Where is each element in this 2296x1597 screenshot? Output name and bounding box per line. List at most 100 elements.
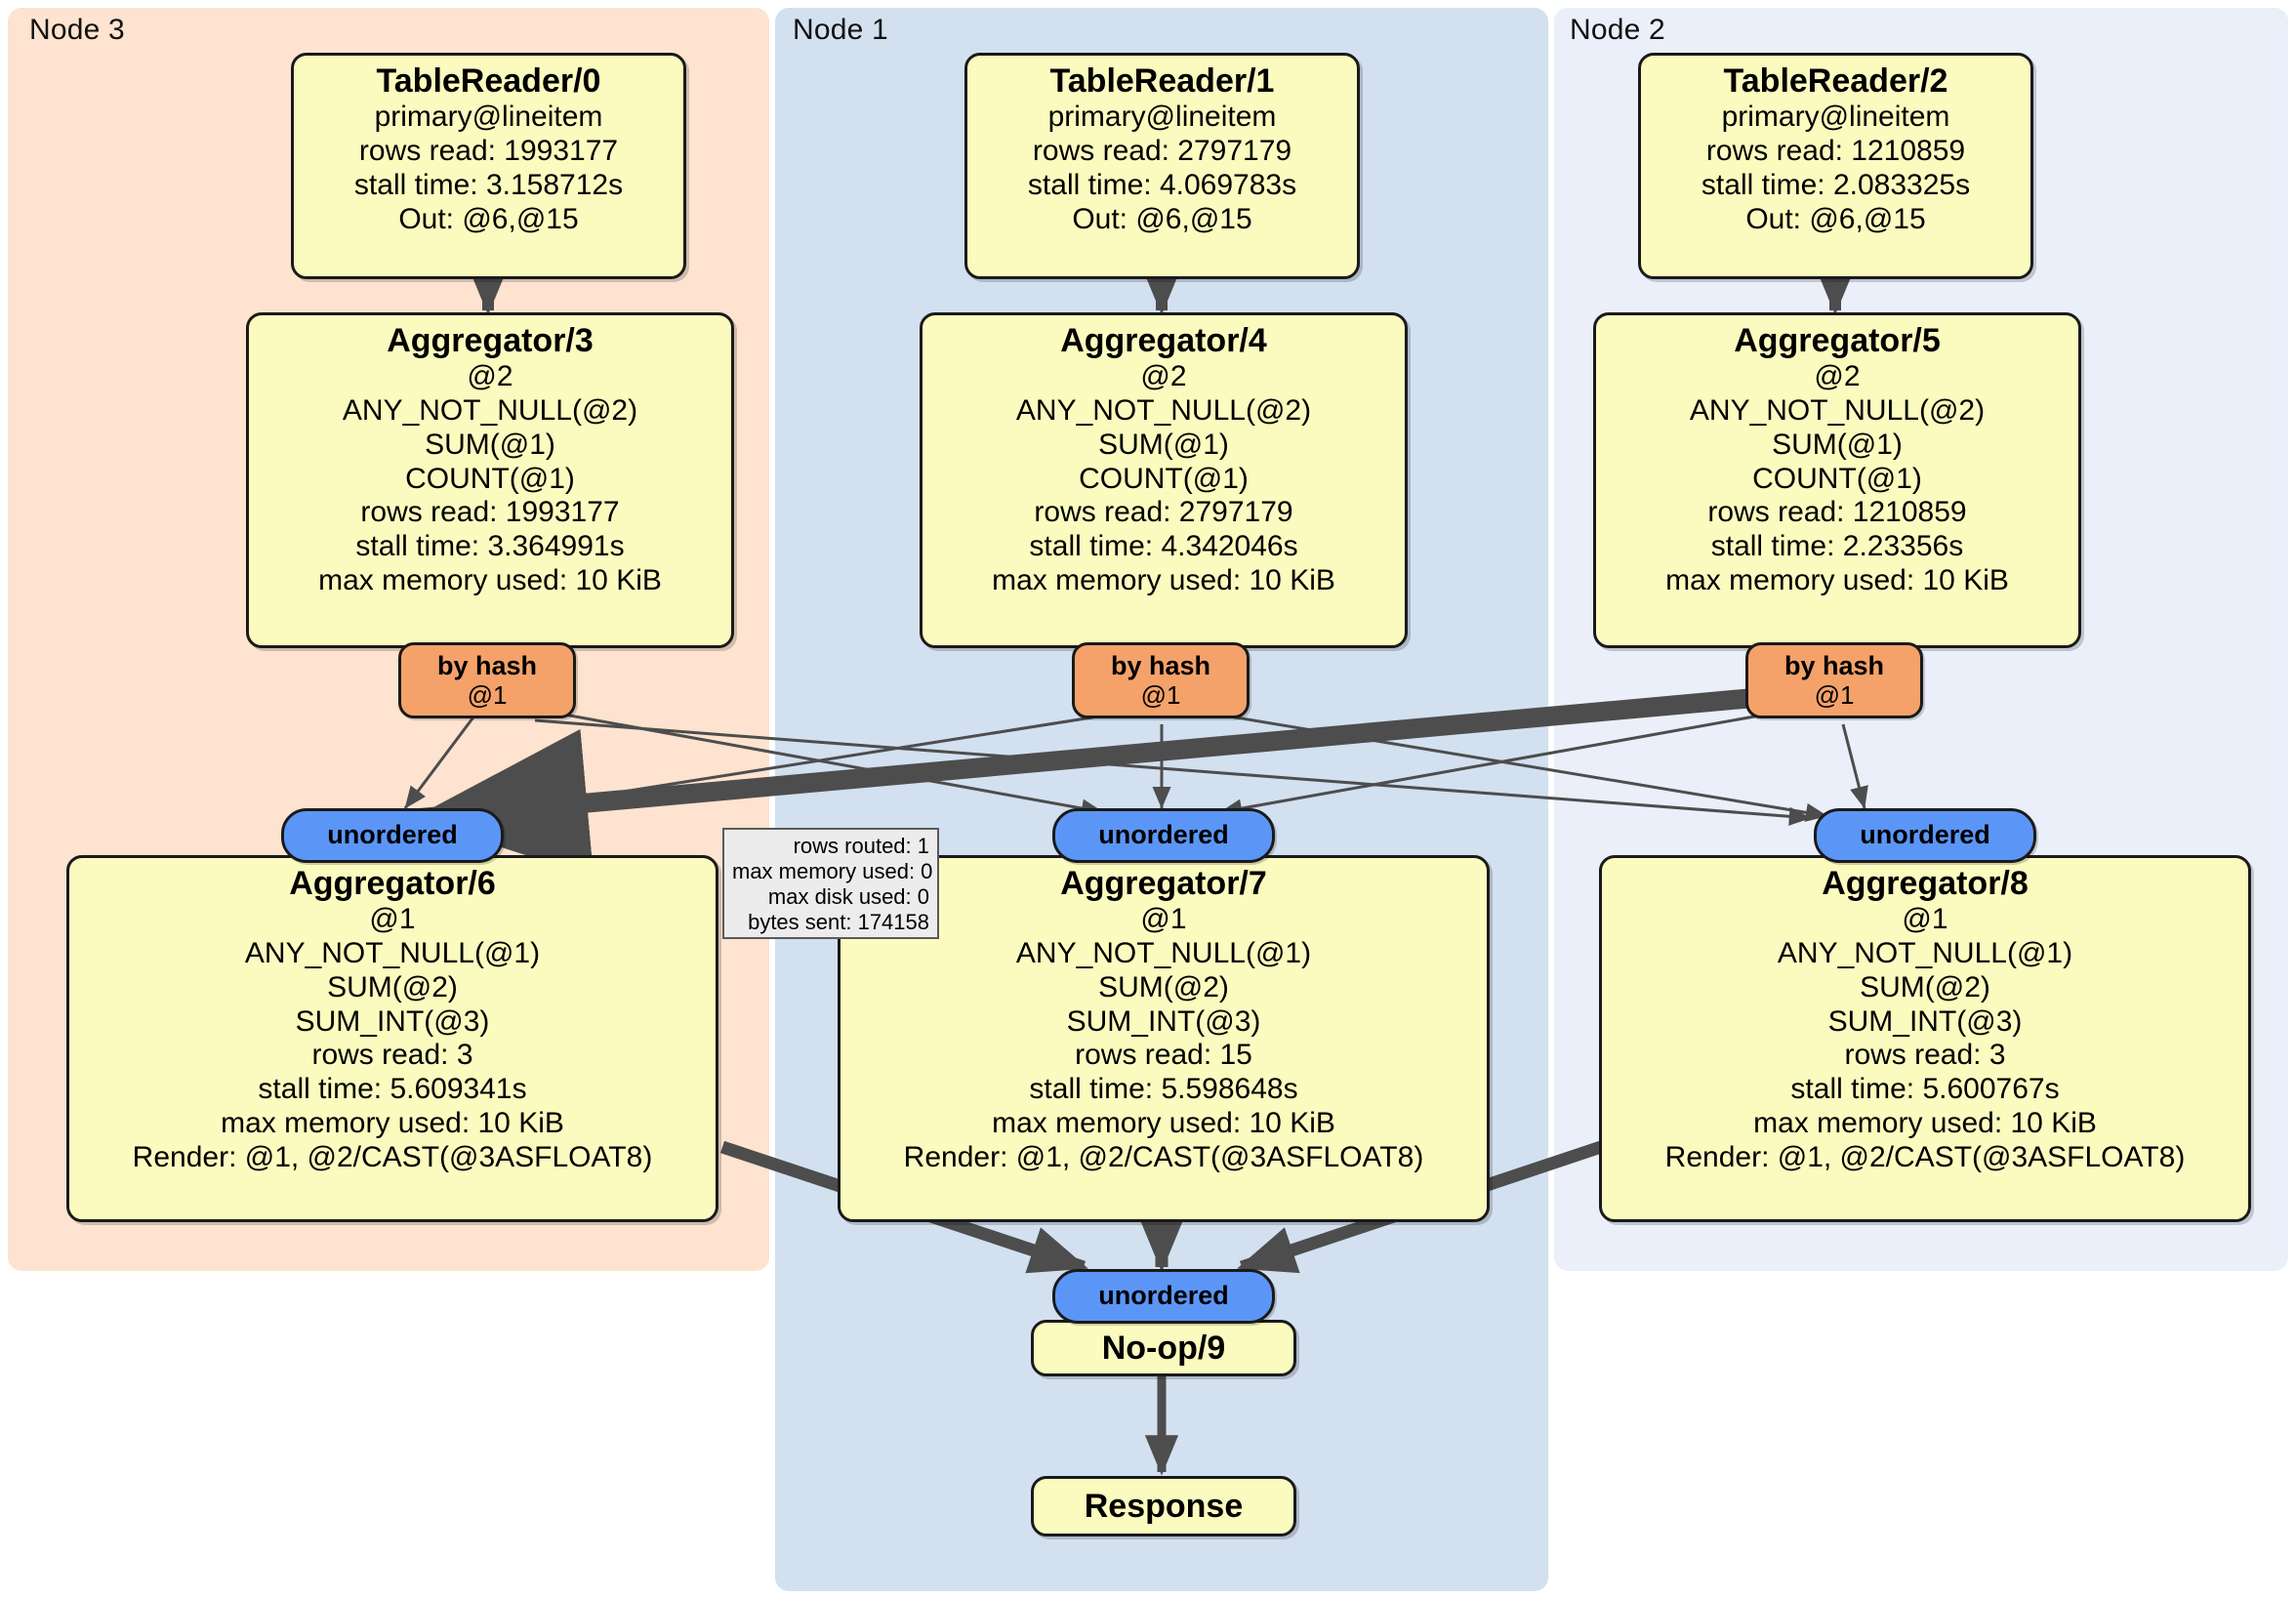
stream-unordered-6[interactable]: unordered [281, 808, 504, 863]
operator-noop-9[interactable]: No-op/9 [1031, 1320, 1296, 1376]
operator-detail: SUM(@2) [327, 970, 458, 1003]
operator-detail: ANY_NOT_NULL(@2) [1015, 393, 1312, 427]
operator-title: Aggregator/6 [289, 865, 496, 902]
operator-detail: @2 [1140, 360, 1187, 393]
cluster-label-node1: Node 1 [793, 14, 888, 46]
operator-aggregator-8[interactable]: Aggregator/8 @1 ANY_NOT_NULL(@1) SUM(@2)… [1599, 855, 2251, 1222]
router-by-hash-4[interactable]: by hash @1 [1072, 642, 1250, 718]
operator-detail: max memory used: 10 KiB [1753, 1106, 2097, 1139]
operator-title: TableReader/1 [1049, 62, 1275, 100]
operator-detail: SUM(@2) [1860, 970, 1990, 1003]
operator-detail: @1 [369, 903, 416, 936]
router-column: @1 [467, 679, 508, 710]
operator-aggregator-3[interactable]: Aggregator/3 @2 ANY_NOT_NULL(@2) SUM(@1)… [246, 312, 734, 648]
operator-title: Aggregator/5 [1734, 322, 1941, 359]
operator-response[interactable]: Response [1031, 1476, 1296, 1536]
operator-detail: rows read: 15 [1075, 1039, 1252, 1072]
router-title: by hash [1784, 650, 1885, 680]
operator-detail: stall time: 4.069783s [1027, 168, 1297, 201]
operator-detail: stall time: 2.23356s [1710, 530, 1964, 563]
operator-title: Aggregator/8 [1822, 865, 2029, 902]
stream-label: unordered [1098, 1281, 1229, 1311]
router-title: by hash [1110, 650, 1211, 680]
operator-detail: COUNT(@1) [1752, 462, 1922, 495]
operator-detail: primary@lineitem [1047, 101, 1277, 134]
operator-detail: Out: @6,@15 [398, 202, 579, 235]
operator-detail: SUM_INT(@3) [295, 1004, 490, 1038]
operator-title: TableReader/0 [376, 62, 601, 100]
operator-title: TableReader/2 [1723, 62, 1948, 100]
operator-detail: SUM(@1) [1772, 428, 1903, 461]
operator-detail: Out: @6,@15 [1745, 202, 1926, 235]
router-by-hash-3[interactable]: by hash @1 [398, 642, 576, 718]
operator-detail: SUM_INT(@3) [1827, 1004, 2023, 1038]
operator-title: No-op/9 [1101, 1329, 1226, 1367]
operator-detail: max memory used: 10 KiB [992, 1106, 1335, 1139]
operator-detail: rows read: 3 [311, 1039, 473, 1072]
operator-detail: Render: @1, @2/CAST(@3ASFLOAT8) [903, 1140, 1424, 1173]
operator-aggregator-5[interactable]: Aggregator/5 @2 ANY_NOT_NULL(@2) SUM(@1)… [1593, 312, 2081, 648]
operator-detail: @2 [1814, 360, 1861, 393]
stats-line: max memory used: 0 [732, 858, 933, 883]
operator-detail: COUNT(@1) [1079, 462, 1249, 495]
stats-line: max disk used: 0 [767, 883, 929, 909]
operator-title: Response [1084, 1487, 1244, 1525]
operator-detail: max memory used: 10 KiB [318, 563, 662, 596]
operator-detail: @1 [1902, 903, 1948, 936]
operator-detail: rows read: 2797179 [1032, 134, 1292, 167]
operator-detail: stall time: 4.342046s [1029, 530, 1298, 563]
cluster-label-node3: Node 3 [29, 14, 125, 46]
stream-unordered-7[interactable]: unordered [1052, 808, 1275, 863]
stats-line: rows routed: 1 [793, 834, 929, 858]
router-column: @1 [1814, 679, 1855, 710]
cluster-label-node2: Node 2 [1570, 14, 1665, 46]
operator-detail: rows read: 3 [1844, 1039, 2006, 1072]
operator-detail: rows read: 1993177 [360, 496, 620, 529]
operator-detail: stall time: 3.364991s [355, 530, 625, 563]
operator-detail: SUM(@1) [1098, 428, 1229, 461]
routing-stats-box: rows routed: 1 max memory used: 0 max di… [722, 828, 939, 939]
operator-detail: max memory used: 10 KiB [221, 1106, 564, 1139]
operator-detail: rows read: 1993177 [358, 134, 619, 167]
operator-detail: SUM(@1) [425, 428, 555, 461]
operator-detail: ANY_NOT_NULL(@1) [1015, 936, 1312, 969]
operator-detail: @1 [1140, 903, 1187, 936]
operator-detail: rows read: 2797179 [1034, 496, 1293, 529]
operator-tablereader-2[interactable]: TableReader/2 primary@lineitem rows read… [1638, 53, 2033, 279]
operator-detail: Render: @1, @2/CAST(@3ASFLOAT8) [132, 1140, 653, 1173]
operator-detail: stall time: 5.598648s [1029, 1073, 1298, 1106]
operator-detail: SUM(@2) [1098, 970, 1229, 1003]
operator-detail: max memory used: 10 KiB [1665, 563, 2009, 596]
operator-title: Aggregator/7 [1060, 865, 1267, 902]
operator-detail: ANY_NOT_NULL(@2) [1689, 393, 1986, 427]
operator-title: Aggregator/4 [1060, 322, 1267, 359]
operator-detail: @2 [467, 360, 513, 393]
operator-tablereader-0[interactable]: TableReader/0 primary@lineitem rows read… [291, 53, 686, 279]
operator-aggregator-6[interactable]: Aggregator/6 @1 ANY_NOT_NULL(@1) SUM(@2)… [66, 855, 718, 1222]
operator-title: Aggregator/3 [387, 322, 594, 359]
operator-detail: rows read: 1210859 [1707, 496, 1967, 529]
operator-detail: Out: @6,@15 [1072, 202, 1252, 235]
operator-detail: stall time: 3.158712s [353, 168, 624, 201]
operator-tablereader-1[interactable]: TableReader/1 primary@lineitem rows read… [964, 53, 1360, 279]
stream-unordered-9[interactable]: unordered [1052, 1269, 1275, 1324]
router-by-hash-5[interactable]: by hash @1 [1745, 642, 1923, 718]
stream-label: unordered [327, 820, 458, 850]
operator-detail: ANY_NOT_NULL(@1) [1777, 936, 2073, 969]
operator-detail: stall time: 2.083325s [1701, 168, 1971, 201]
operator-detail: SUM_INT(@3) [1066, 1004, 1261, 1038]
operator-detail: stall time: 5.600767s [1790, 1073, 2060, 1106]
stream-label: unordered [1098, 820, 1229, 850]
operator-detail: Render: @1, @2/CAST(@3ASFLOAT8) [1664, 1140, 2186, 1173]
operator-detail: stall time: 5.609341s [258, 1073, 527, 1106]
router-column: @1 [1140, 679, 1181, 710]
operator-detail: primary@lineitem [1721, 101, 1950, 134]
operator-detail: COUNT(@1) [405, 462, 575, 495]
operator-detail: rows read: 1210859 [1705, 134, 1966, 167]
operator-detail: max memory used: 10 KiB [992, 563, 1335, 596]
operator-aggregator-4[interactable]: Aggregator/4 @2 ANY_NOT_NULL(@2) SUM(@1)… [920, 312, 1408, 648]
router-title: by hash [436, 650, 538, 680]
stream-unordered-8[interactable]: unordered [1814, 808, 2036, 863]
operator-detail: ANY_NOT_NULL(@2) [342, 393, 638, 427]
